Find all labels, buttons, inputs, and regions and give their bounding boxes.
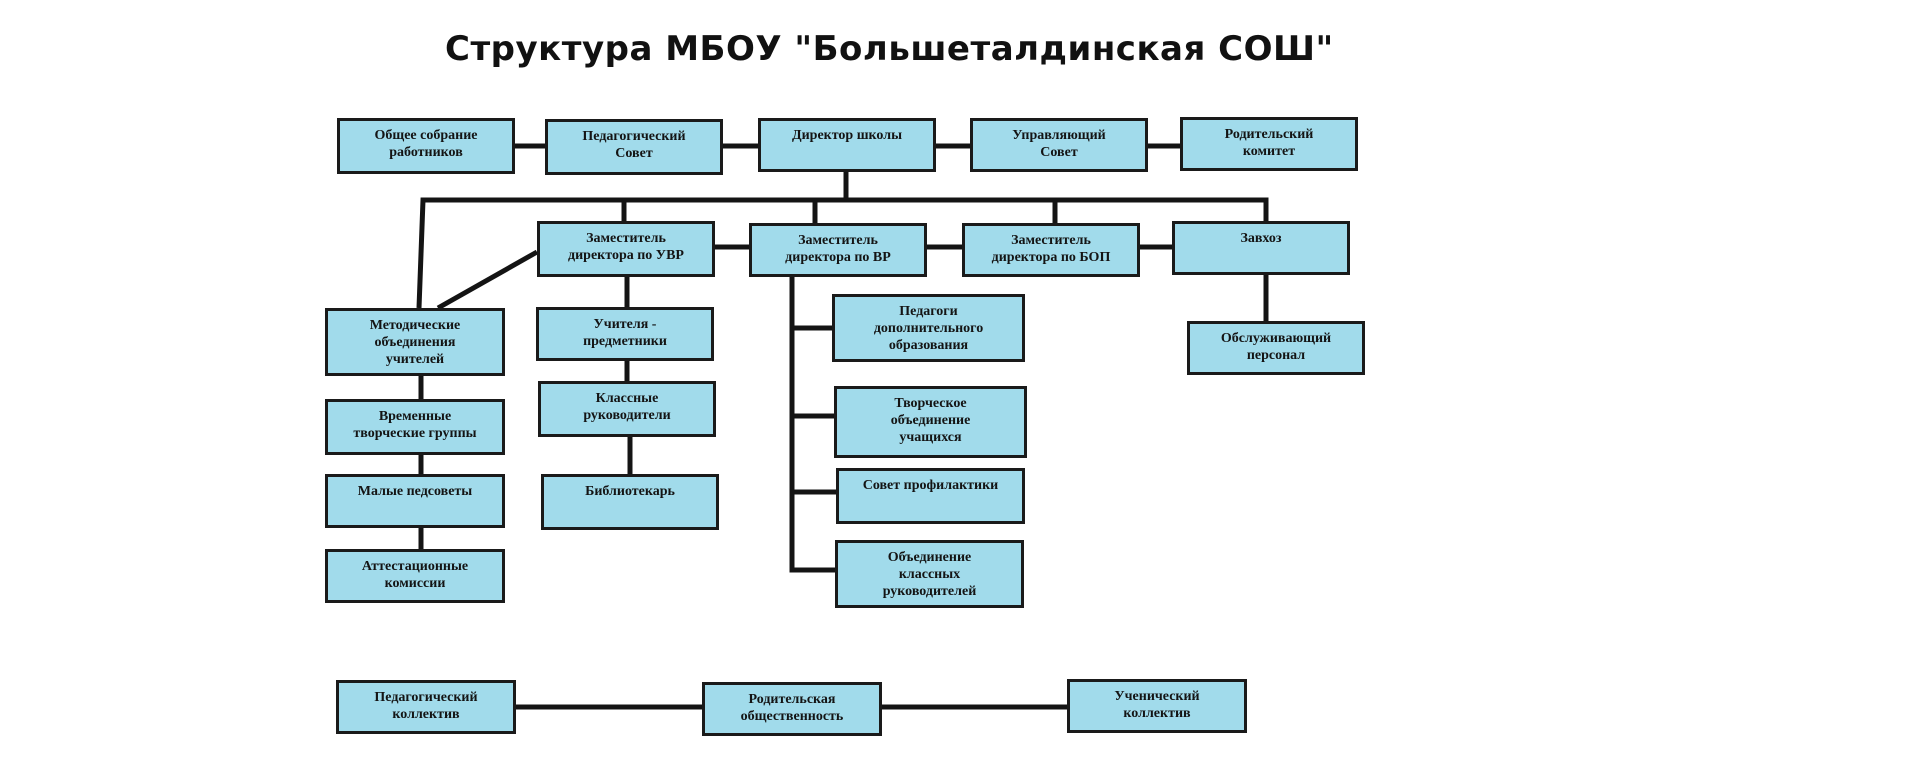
connector-direktor-zam_bop [846, 197, 1058, 223]
node-subject-teachers: Учителя -предметники [536, 307, 714, 361]
connector-zam_vr-ob_klass_ruk [789, 492, 835, 573]
connector-zam_uvr-metod_ob [436, 249, 539, 311]
connector-direktor-zavhoz [846, 197, 1269, 221]
node-prevention-council: Совет профилактики [836, 468, 1025, 524]
connector-direktor-zam_vr [812, 197, 846, 223]
connector-direktor-metod_ob [416, 172, 849, 309]
connector-zam_vr-pedagogi_dop [789, 277, 832, 331]
node-librarian: Библиотекарь [541, 474, 719, 530]
node-caretaker: Завхоз [1172, 221, 1350, 275]
node-small-councils: Малые педсоветы [325, 474, 505, 528]
connector-zam_vr-sovet_prof [789, 416, 836, 495]
connector-zam_vr-tvorch_ob [789, 328, 834, 419]
node-director: Директор школы [758, 118, 936, 172]
